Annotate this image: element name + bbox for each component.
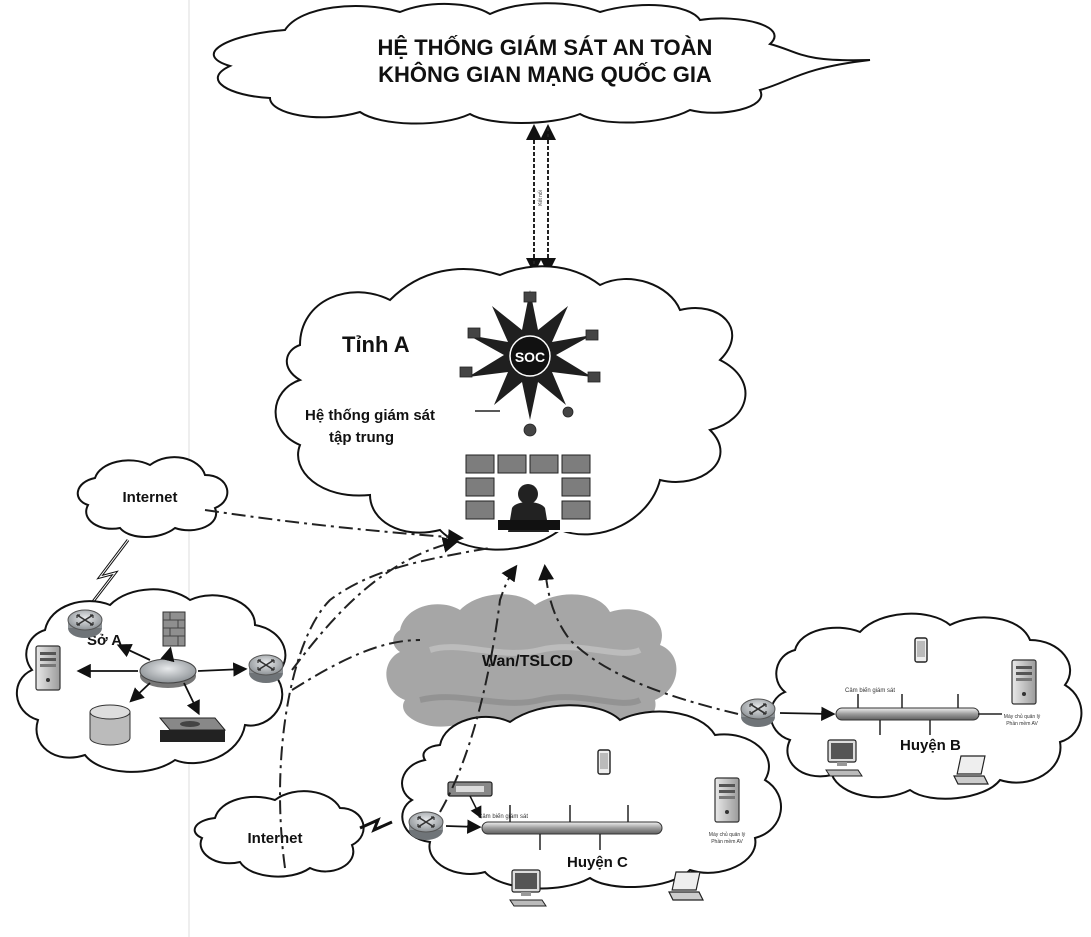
department-router-icon (67, 609, 103, 639)
district-c-tablet-icon (597, 749, 611, 775)
central-system-line2: tập trung (329, 429, 394, 446)
soc-label: SOC (515, 349, 545, 365)
department-firewall-icon (162, 611, 186, 647)
soc-hub: SOC (459, 290, 601, 437)
district-c-server-line2: Phần mềm AV (711, 839, 743, 845)
district-b-cloud: Cảm biến giám sát Máy chủ quản lý Phần m… (740, 612, 1083, 800)
district-b-pc-icon (825, 739, 863, 777)
district-c-pc-icon (509, 869, 547, 907)
department-switch-icon (139, 658, 197, 688)
department-name: Sở A (87, 632, 122, 649)
soc-icon-left (467, 327, 481, 339)
internet-cloud-top: Internet (76, 456, 229, 538)
district-c-server-line1: Máy chủ quản lý (709, 831, 746, 838)
wan-cloud: Wan/TSLCD (386, 594, 677, 740)
district-c-sensor-label: Cảm biến giám sát (478, 814, 528, 820)
soc-icon-right-low (587, 371, 601, 383)
district-b-sensor-label: Cảm biến giám sát (845, 688, 895, 694)
soc-icon-bottom (523, 423, 537, 437)
district-b-tablet-icon (914, 637, 928, 663)
department-database-icon (89, 704, 131, 746)
district-b-server-icon (1011, 659, 1037, 705)
province-cloud: Tỉnh A Hệ thống giám sát tập trung SOC (274, 265, 747, 551)
soc-icon-left-low (459, 366, 473, 378)
national-title-line2: KHÔNG GIAN MẠNG QUỐC GIA (378, 61, 712, 87)
province-name: Tỉnh A (342, 332, 410, 357)
district-b-server-line1: Máy chủ quản lý (1004, 713, 1041, 720)
district-c-router-icon (408, 811, 444, 841)
wireless-link-icon-bottom (359, 817, 393, 833)
national-title-line1: HỆ THỐNG GIÁM SÁT AN TOÀN (378, 34, 713, 60)
district-c-cloud: Cảm biến giám sát Máy chủ quản lý Phần m… (401, 704, 782, 907)
central-system-line1: Hệ thống giám sát (305, 407, 435, 424)
district-b-bus (835, 707, 980, 721)
internet-label-bottom: Internet (247, 830, 302, 847)
district-b-name: Huyện B (900, 737, 961, 754)
national-monitoring-cloud: HỆ THỐNG GIÁM SÁT AN TOÀN KHÔNG GIAN MẠN… (212, 2, 871, 125)
department-server-icon (35, 645, 61, 691)
soc-icon-right (585, 329, 599, 341)
internet-label-top: Internet (122, 489, 177, 506)
department-edge-router-icon (248, 654, 284, 684)
national-link: Kết nối (526, 124, 556, 274)
monitoring-workstation-icon (463, 452, 593, 532)
department-cloud: Sở A (16, 588, 287, 773)
district-b-server-line2: Phần mềm AV (1006, 721, 1038, 727)
district-c-sensor-icon (447, 781, 493, 819)
district-c-bus (481, 821, 663, 835)
soc-icon-bottom-right (562, 406, 574, 418)
department-storage-icon (158, 717, 227, 742)
connections (204, 509, 739, 869)
district-b-router-icon (740, 698, 776, 728)
district-c-server-icon (714, 777, 740, 823)
district-c-name: Huyện C (567, 854, 628, 871)
soc-icon-top (523, 291, 537, 303)
link-label: Kết nối (538, 190, 544, 206)
internet-cloud-bottom: Internet (193, 790, 365, 878)
wan-label: Wan/TSLCD (482, 653, 573, 670)
